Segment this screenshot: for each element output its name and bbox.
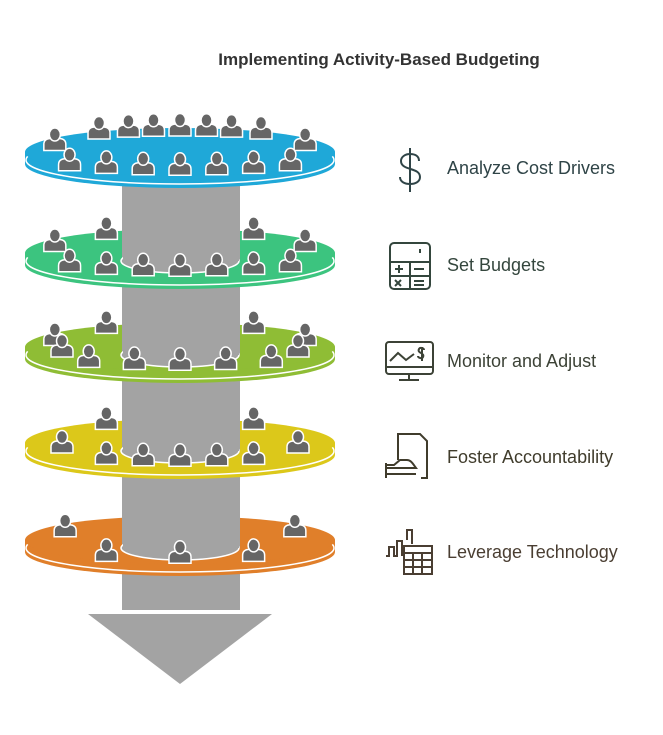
person-icon bbox=[94, 150, 119, 175]
person-icon bbox=[94, 441, 119, 466]
person-icon bbox=[57, 248, 82, 273]
person-icon bbox=[53, 513, 77, 538]
person-icon bbox=[205, 252, 229, 277]
person-icon bbox=[241, 216, 266, 241]
person-icon bbox=[131, 252, 155, 277]
person-icon bbox=[293, 228, 317, 253]
person-icon bbox=[241, 406, 266, 431]
person-icon bbox=[116, 113, 141, 138]
person-icon bbox=[194, 113, 219, 138]
person-icon bbox=[249, 115, 273, 140]
calculator-icon bbox=[389, 242, 431, 290]
person-icon bbox=[94, 251, 119, 276]
person-icon bbox=[241, 150, 266, 175]
person-icon bbox=[168, 442, 192, 467]
person-icon bbox=[94, 406, 119, 431]
person-icon bbox=[43, 127, 67, 152]
arrow-head bbox=[88, 614, 272, 684]
person-icon bbox=[283, 513, 307, 538]
hand-document-icon bbox=[385, 433, 428, 479]
person-icon bbox=[168, 346, 192, 371]
monitor-chart-icon bbox=[385, 341, 434, 381]
person-icon bbox=[286, 429, 310, 454]
person-icon bbox=[213, 346, 238, 371]
person-icon bbox=[168, 151, 192, 176]
person-icon bbox=[141, 113, 166, 138]
person-icon bbox=[57, 147, 82, 172]
person-icon bbox=[131, 442, 155, 467]
person-icon bbox=[87, 115, 111, 140]
person-icon bbox=[259, 344, 284, 369]
step-label-monitor-and-adjust: Monitor and Adjust bbox=[447, 351, 597, 371]
person-icon bbox=[293, 127, 317, 152]
step-label-leverage-technology: Leverage Technology bbox=[447, 542, 618, 562]
person-icon bbox=[131, 151, 155, 176]
person-icon bbox=[205, 442, 229, 467]
person-icon bbox=[122, 346, 147, 371]
person-icon bbox=[241, 441, 266, 466]
dollar-sign-icon bbox=[399, 148, 422, 192]
step-label-analyze-cost-drivers: Analyze Cost Drivers bbox=[447, 158, 616, 178]
person-icon bbox=[278, 147, 303, 172]
diagram-title: Implementing Activity-Based Budgeting bbox=[218, 50, 540, 69]
person-icon bbox=[94, 216, 119, 241]
person-icon bbox=[278, 248, 303, 273]
person-icon bbox=[241, 251, 266, 276]
person-icon bbox=[94, 310, 119, 335]
step-label-foster-accountability: Foster Accountability bbox=[447, 447, 614, 467]
person-icon bbox=[241, 538, 266, 563]
person-icon bbox=[43, 228, 67, 253]
step-label-set-budgets: Set Budgets bbox=[447, 255, 546, 275]
person-icon bbox=[76, 344, 101, 369]
person-icon bbox=[50, 429, 74, 454]
person-icon bbox=[50, 333, 74, 358]
person-icon bbox=[205, 151, 229, 176]
person-icon bbox=[168, 539, 192, 564]
person-icon bbox=[168, 112, 192, 137]
person-icon bbox=[94, 538, 119, 563]
person-icon bbox=[219, 113, 244, 138]
person-icon bbox=[168, 252, 192, 277]
person-icon bbox=[241, 310, 266, 335]
person-icon bbox=[286, 333, 310, 358]
chart-spreadsheet-icon bbox=[386, 529, 433, 575]
